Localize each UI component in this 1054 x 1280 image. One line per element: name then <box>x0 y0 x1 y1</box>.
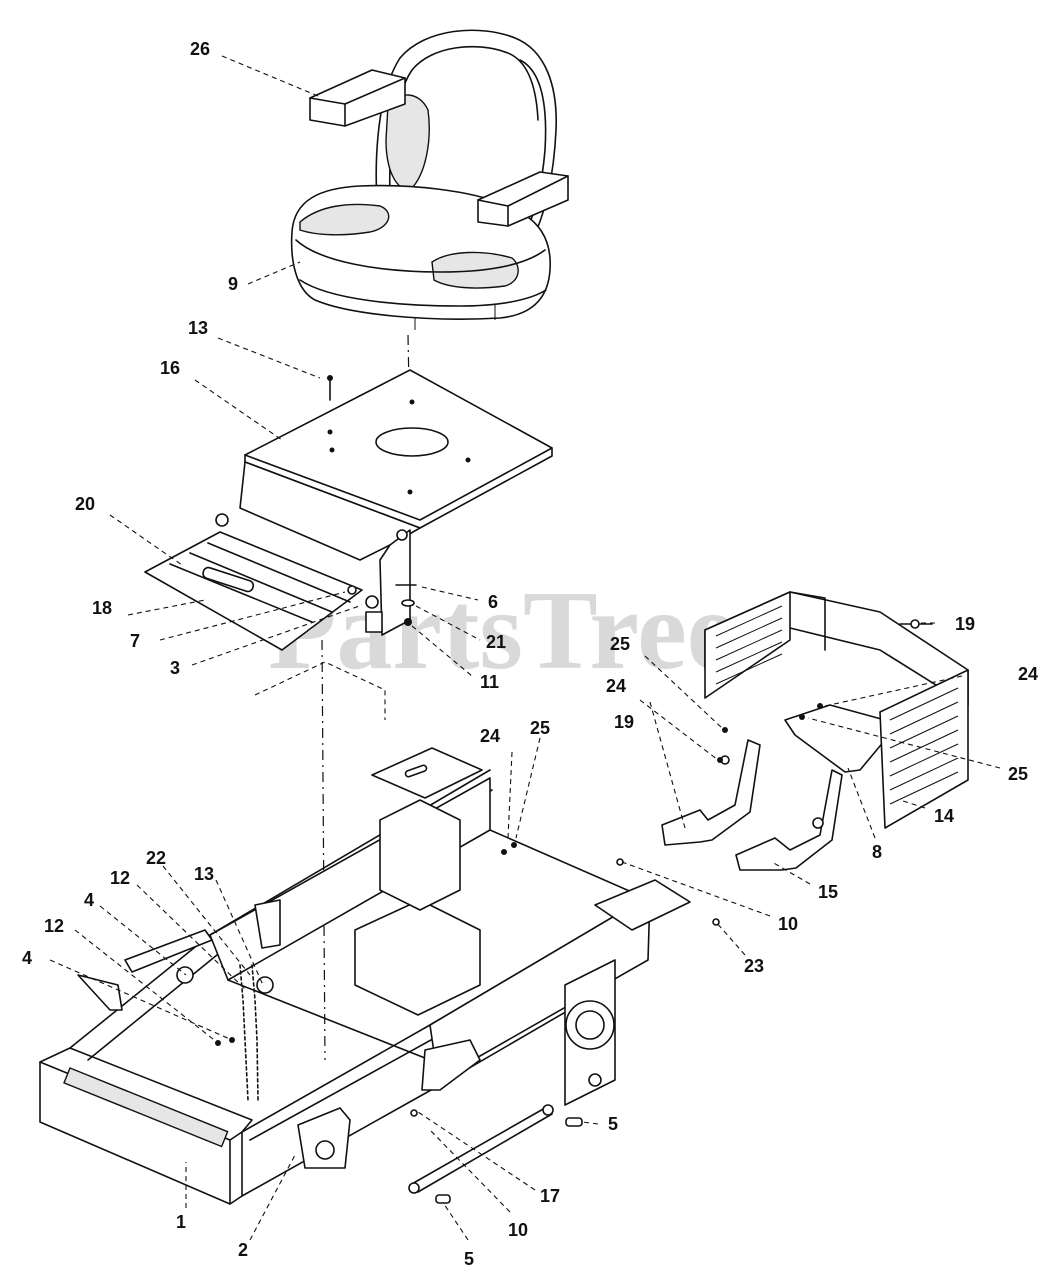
callout-6: 6 <box>488 592 498 612</box>
callout-25: 25 <box>530 718 550 738</box>
callout-9: 9 <box>228 274 238 294</box>
callout-18: 18 <box>92 598 112 618</box>
callout-25: 25 <box>610 634 630 654</box>
callout-5: 5 <box>464 1249 474 1269</box>
seat <box>290 29 569 330</box>
callout-22: 22 <box>146 848 166 868</box>
callout-4: 4 <box>84 890 94 910</box>
callout-8: 8 <box>872 842 882 862</box>
callout-13: 13 <box>194 864 214 884</box>
callout-2: 2 <box>238 1240 248 1260</box>
callout-24: 24 <box>480 726 500 746</box>
callout-17: 17 <box>540 1186 560 1206</box>
leader-lines <box>49 55 1001 1241</box>
callout-26: 26 <box>190 39 210 59</box>
rear-grille-basket <box>704 591 969 829</box>
callout-24: 24 <box>1018 664 1038 684</box>
callout-11: 11 <box>480 672 499 692</box>
callout-5: 5 <box>608 1114 618 1134</box>
callout-15: 15 <box>818 882 838 902</box>
callout-23: 23 <box>744 956 764 976</box>
callout-3: 3 <box>170 658 180 678</box>
callout-24: 24 <box>606 676 626 696</box>
callout-25: 25 <box>1008 764 1028 784</box>
callout-19: 19 <box>614 712 634 732</box>
callout-1: 1 <box>176 1212 186 1232</box>
callout-16: 16 <box>160 358 180 378</box>
callout-4: 4 <box>22 948 32 968</box>
callout-20: 20 <box>75 494 95 514</box>
callout-19: 19 <box>955 614 975 634</box>
callout-14: 14 <box>934 806 954 826</box>
callout-21: 21 <box>486 632 506 652</box>
callout-12: 12 <box>110 868 130 888</box>
callout-labels: 26 9 13 16 20 18 7 3 6 21 11 19 24 25 24… <box>22 39 1038 1269</box>
rear-bracket-assembly <box>661 703 886 871</box>
console-dash-outline <box>254 661 386 720</box>
frame-assembly <box>39 747 720 1205</box>
seat-plate-assembly <box>144 369 553 651</box>
callout-10: 10 <box>778 914 798 934</box>
callout-12: 12 <box>44 916 64 936</box>
callout-13: 13 <box>188 318 208 338</box>
callout-7: 7 <box>130 631 140 651</box>
callout-10: 10 <box>508 1220 528 1240</box>
centerline-console <box>321 639 326 1061</box>
